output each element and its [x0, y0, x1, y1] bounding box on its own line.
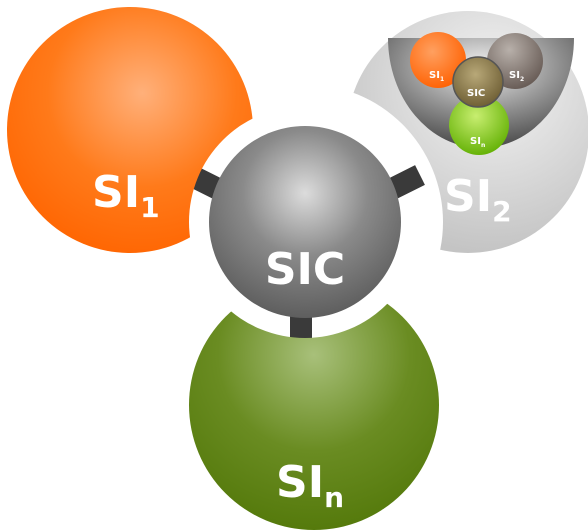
inset-sin-label: SIn	[470, 136, 485, 149]
inset-sic-label: SIC	[467, 88, 485, 99]
si2-label: SI2	[444, 171, 512, 228]
si1-circle	[7, 7, 253, 253]
inset-si1-label: SI1	[429, 70, 444, 83]
inset-sic-circle	[452, 56, 504, 108]
sic-label: SIC	[265, 244, 345, 295]
node-sic: SIC	[209, 126, 401, 318]
node-si1: SI1	[7, 7, 253, 253]
sic-circle	[209, 126, 401, 318]
inset-si1-circle	[410, 32, 466, 88]
inset-si2-label: SI2	[509, 70, 524, 83]
inset-sin-circle	[449, 95, 509, 155]
node-sin: SIn	[189, 280, 439, 530]
sin-label: SIn	[276, 457, 344, 514]
node-si2: SI1 SI2 SIC SIn SI2	[347, 11, 588, 253]
si1-label: SI1	[92, 167, 160, 224]
sin-circle	[189, 280, 439, 530]
si2-inset: SI1 SI2 SIC SIn	[388, 32, 574, 155]
